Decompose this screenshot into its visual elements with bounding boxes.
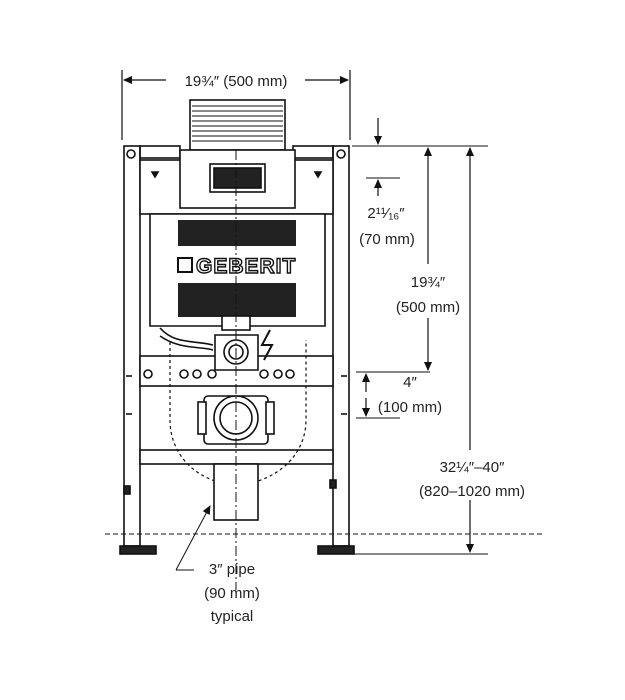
pipe-leader [175,505,211,571]
offset-label-imperial: 4″ [403,374,417,391]
extension-lines [352,145,488,555]
cistern-body: GEBERIT [149,213,326,327]
brand-logo: GEBERIT [196,255,296,278]
pipe-note-line1: 3″ pipe [209,561,255,578]
mid-height-label-metric: (500 mm) [396,299,460,316]
pipe-note-line3: typical [211,608,254,625]
total-height-label-metric: (820–1020 mm) [419,483,525,500]
gap-label-metric: (70 mm) [359,231,415,248]
drain-fittings [159,315,307,521]
mid-height-label-imperial: 19¾″ [411,274,446,291]
offset-label-metric: (100 mm) [378,399,442,416]
gap-label-imperial: 2¹¹⁄₁₆″ [367,205,405,222]
width-dimension [121,70,351,140]
total-height-label-imperial: 32¼″–40″ [440,459,506,476]
width-label: 19¾″ (500 mm) [185,73,288,90]
left-foot [119,545,157,555]
pipe-note-line2: (90 mm) [204,585,260,602]
right-foot [317,545,355,555]
actuator-opening [179,99,296,209]
